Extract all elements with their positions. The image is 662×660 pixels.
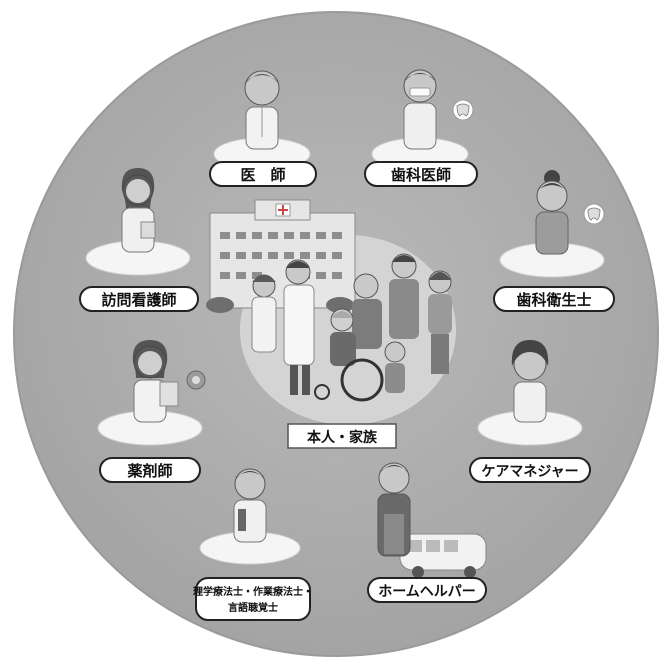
role-therapist: 理学療法士・作業療法士・ 言語聴覚士 <box>193 468 313 621</box>
dental-hygienist-label-box <box>493 286 615 312</box>
therapist-icon <box>233 468 267 543</box>
role-dental-hygienist: 歯科衛生士 <box>493 170 615 312</box>
family-group-illustration <box>251 253 452 402</box>
role-doctor: 医 師 <box>209 70 317 187</box>
center-label-box <box>287 423 397 449</box>
care-manager-icon <box>511 340 549 423</box>
role-dentist: 歯科医師 <box>364 69 478 187</box>
doctor-label: 医 師 <box>240 166 285 184</box>
care-manager-label-box <box>469 457 591 483</box>
dentist-label: 歯科医師 <box>391 166 451 184</box>
home-helper-label-box <box>367 577 487 603</box>
dental-hygienist-icon <box>535 170 569 255</box>
pharmacist-label-box <box>99 457 201 483</box>
pill-icon <box>186 370 206 390</box>
hospital-icon <box>206 199 356 313</box>
tooth-icon-2 <box>583 203 605 225</box>
therapist-label-box <box>195 577 311 621</box>
dentist-label-box <box>364 161 478 187</box>
role-visiting-nurse: 訪問看護師 <box>79 168 199 312</box>
visiting-nurse-label: 訪問看護師 <box>101 291 176 309</box>
role-pharmacist: 薬剤師 <box>97 340 206 483</box>
home-helper-label: ホームヘルパー <box>378 584 476 600</box>
pharmacist-label: 薬剤師 <box>126 462 172 480</box>
doctor-icon <box>244 70 280 150</box>
van-icon <box>399 533 487 578</box>
doctor-label-box <box>209 161 317 187</box>
role-home-helper: ホームヘルパー <box>367 462 487 603</box>
home-helper-icon <box>377 462 411 557</box>
dental-hygienist-label: 歯科衛生士 <box>516 291 591 309</box>
dentist-icon <box>403 69 437 150</box>
care-manager-label: ケアマネジャー <box>481 464 578 480</box>
therapist-label-line1: 理学療法士・作業療法士・ <box>193 585 313 598</box>
tooth-icon <box>452 99 474 121</box>
visiting-nurse-label-box <box>79 286 199 312</box>
pharmacist-icon <box>132 340 179 423</box>
center-label: 本人・家族 <box>307 429 378 446</box>
therapist-label-line2: 言語聴覚士 <box>228 601 278 614</box>
center-group: 本人・家族 <box>206 199 456 449</box>
visiting-nurse-icon <box>121 168 156 253</box>
role-care-manager: ケアマネジャー <box>469 340 591 483</box>
